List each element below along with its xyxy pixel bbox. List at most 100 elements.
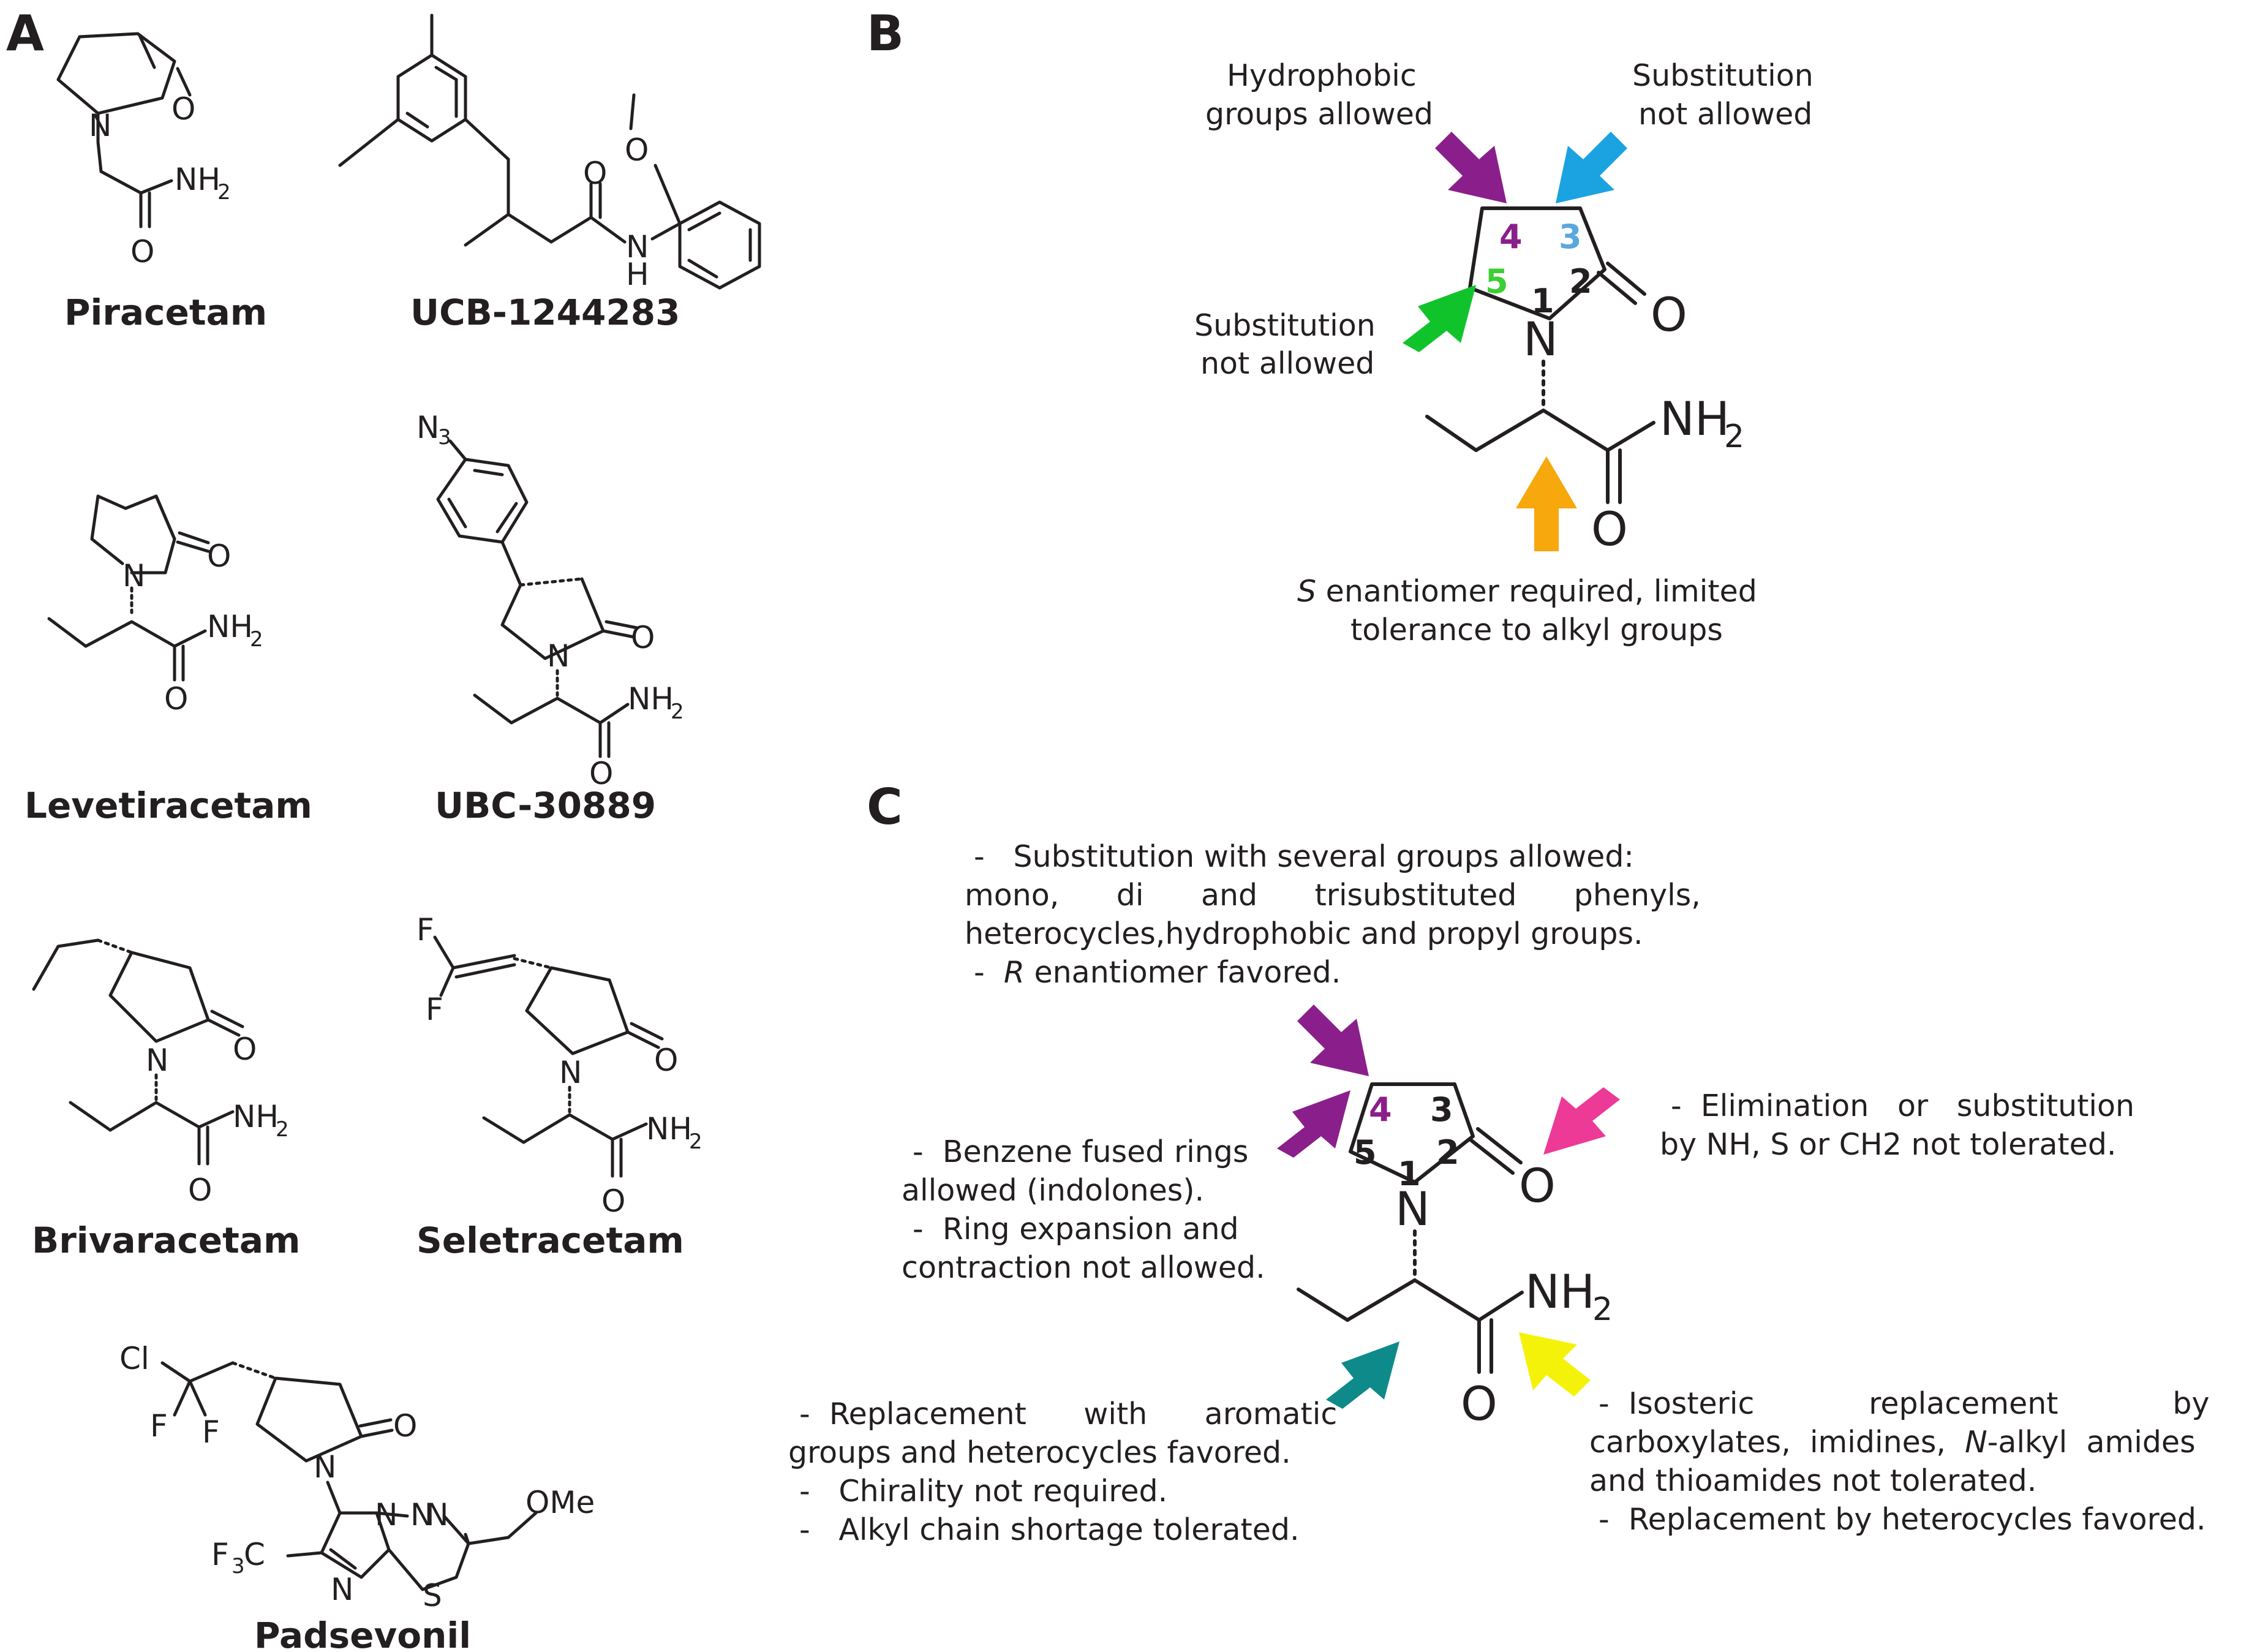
padsevonil-n-bridge: N <box>375 1497 397 1533</box>
panel-c-o-amide: O <box>1461 1376 1497 1431</box>
panel-c-pos4-italic: R <box>1004 955 1025 990</box>
levetiracetam-n: N <box>122 558 145 594</box>
panel-b-num-3: 3 <box>1559 217 1582 256</box>
piracetam-nh-sub: 2 <box>217 180 231 205</box>
panel-c-carbonyl-line2: by NH, S or CH2 not tolerated. <box>1660 1127 2117 1162</box>
padsevonil-ome: OMe <box>525 1485 595 1520</box>
padsevonil-cf3-f: F <box>211 1537 229 1572</box>
panel-c-arrow-purple-top-icon <box>1297 1005 1369 1076</box>
panel-c-ethyl-line2: groups and heterocycles favored. <box>788 1435 1291 1470</box>
padsevonil-n-thiadiazole-2: N <box>426 1497 448 1533</box>
levetiracetam-nh-sub: 2 <box>250 627 263 652</box>
levetiracetam-name: Levetiracetam <box>24 785 312 826</box>
brivaracetam-o-amide: O <box>188 1172 212 1208</box>
ubc-30889-structure: N 3 O N NH 2 O <box>416 410 684 791</box>
panel-c-amide-line2: carboxylates, imidines, N-alkyl amides <box>1589 1425 2196 1460</box>
panel-c-num-4: 4 <box>1369 1090 1392 1129</box>
seletracetam-nh-sub: 2 <box>689 1130 702 1154</box>
panel-c-ring-line1: - Benzene fused rings <box>913 1134 1248 1169</box>
padsevonil-f1: F <box>150 1408 168 1444</box>
seletracetam-o-ketone: O <box>654 1043 678 1078</box>
panel-c-o-ketone: O <box>1519 1158 1556 1213</box>
ubc-azide-n: N <box>416 410 439 445</box>
ubc-30889-name: UBC-30889 <box>435 785 656 826</box>
panel-c-nh-sub: 2 <box>1592 1291 1613 1328</box>
ubc-n: N <box>547 638 570 674</box>
panel-c-pos4-line4: - R enantiomer favored. <box>974 955 1341 990</box>
panel-c-ring-line2: allowed (indolones). <box>902 1173 1204 1208</box>
panel-c-pos4-rest: enantiomer favored. <box>1025 955 1341 990</box>
brivaracetam-name: Brivaracetam <box>32 1220 300 1261</box>
brivaracetam-structure: O N NH 2 O <box>32 938 289 1208</box>
brivaracetam-nh: NH <box>233 1099 279 1134</box>
panel-c-amide-line1: - Isosteric replacement by <box>1599 1386 2210 1421</box>
levetiracetam-nh: NH <box>207 609 253 644</box>
panel-c-num-3: 3 <box>1430 1090 1453 1129</box>
seletracetam-n: N <box>559 1055 582 1090</box>
panel-label-a: A <box>6 5 44 62</box>
panel-b-num-4: 4 <box>1499 217 1523 256</box>
panel-b-n: N <box>1523 312 1558 366</box>
panel-b-chiral-line2: tolerance to alkyl groups <box>1350 613 1723 647</box>
panel-c-amide-line3: and thioamides not tolerated. <box>1589 1463 2036 1498</box>
panel-c-pos4-line3: heterocycles,hydrophobic and propyl grou… <box>965 916 1643 951</box>
piracetam-o-ketone: O <box>171 91 195 127</box>
seletracetam-o-amide: O <box>601 1183 625 1219</box>
padsevonil-s: S <box>423 1578 442 1613</box>
panel-c-pos4-line2: mono, di and trisubstituted phenyls, <box>965 878 1701 913</box>
panel-c-arrow-purple-left-icon <box>1277 1090 1350 1158</box>
ubc-azide-sub: 3 <box>438 425 451 450</box>
panel-label-b: B <box>867 5 904 62</box>
panel-b-pos3-line1: Substitution <box>1632 58 1814 93</box>
panel-c-arrow-magenta-icon <box>1543 1087 1620 1155</box>
levetiracetam-o-ketone: O <box>207 538 231 574</box>
panel-b-chiral-italic: S <box>1297 574 1316 609</box>
padsevonil-structure: Cl F F O N N N N N S OMe F 3 C <box>119 1341 595 1613</box>
padsevonil-cl: Cl <box>119 1341 149 1376</box>
ubc-o-ketone: O <box>631 620 655 655</box>
brivaracetam-nh-sub: 2 <box>276 1117 289 1142</box>
panel-c-ethyl-line3: - Chirality not required. <box>799 1474 1167 1509</box>
panel-c-amide-line2-rest: -alkyl amides <box>1987 1425 2196 1460</box>
ucb-o-methoxy: O <box>625 132 649 168</box>
panel-c-amide-line2-italic: N <box>1965 1425 1987 1460</box>
padsevonil-cf3-c: C <box>244 1537 265 1572</box>
piracetam-nh: NH <box>175 162 220 197</box>
panel-b-nh: NH <box>1660 391 1730 446</box>
piracetam-o-amide: O <box>130 234 154 270</box>
panel-c-pos4-prefix: - <box>974 955 1004 990</box>
panel-b-pos3-line2: not allowed <box>1638 97 1812 132</box>
panel-c-pos4-line1: - Substitution with several groups allow… <box>974 839 1634 874</box>
panel-c-num-2: 2 <box>1436 1133 1459 1172</box>
panel-c-ethyl-line1: - Replacement with aromatic <box>799 1397 1337 1431</box>
panel-b-num-5: 5 <box>1485 262 1508 301</box>
ubc-o-amide: O <box>589 756 613 791</box>
panel-b-arrow-green-icon <box>1403 285 1476 352</box>
seletracetam-f1: F <box>416 912 434 948</box>
ucb-nh-n: N <box>626 229 649 265</box>
padsevonil-n-imidazole: N <box>331 1572 353 1607</box>
brivaracetam-o-ketone: O <box>233 1032 257 1067</box>
panel-label-c: C <box>867 779 903 835</box>
panel-c-nh: NH <box>1525 1264 1595 1319</box>
ucb-1244283-name: UCB-1244283 <box>410 292 680 333</box>
panel-c-num-1: 1 <box>1398 1155 1421 1193</box>
ubc-nh-sub: 2 <box>671 700 684 724</box>
panel-b-pos5-line2: not allowed <box>1200 346 1374 381</box>
panel-b-nh-sub: 2 <box>1724 418 1744 455</box>
piracetam-structure: O N NH 2 O <box>56 32 231 270</box>
padsevonil-n-pyrrolidone: N <box>314 1449 336 1485</box>
panel-b-num-1: 1 <box>1531 282 1554 320</box>
panel-b-chiral-line1: S enantiomer required, limited <box>1297 574 1757 609</box>
panel-b-chiral-rest: enantiomer required, limited <box>1316 574 1757 609</box>
panel-b-pos4-line2: groups allowed <box>1205 97 1433 132</box>
panel-b-pos4-line1: Hydrophobic <box>1227 58 1417 93</box>
panel-b-o-ketone: O <box>1651 287 1687 342</box>
panel-c-arrow-yellow-icon <box>1519 1332 1591 1397</box>
ubc-nh: NH <box>628 681 674 717</box>
panel-c-amide-line4: - Replacement by heterocycles favored. <box>1599 1502 2206 1537</box>
panel-c-n: N <box>1395 1182 1430 1236</box>
piracetam-name: Piracetam <box>64 292 267 333</box>
padsevonil-name: Padsevonil <box>254 1615 471 1652</box>
